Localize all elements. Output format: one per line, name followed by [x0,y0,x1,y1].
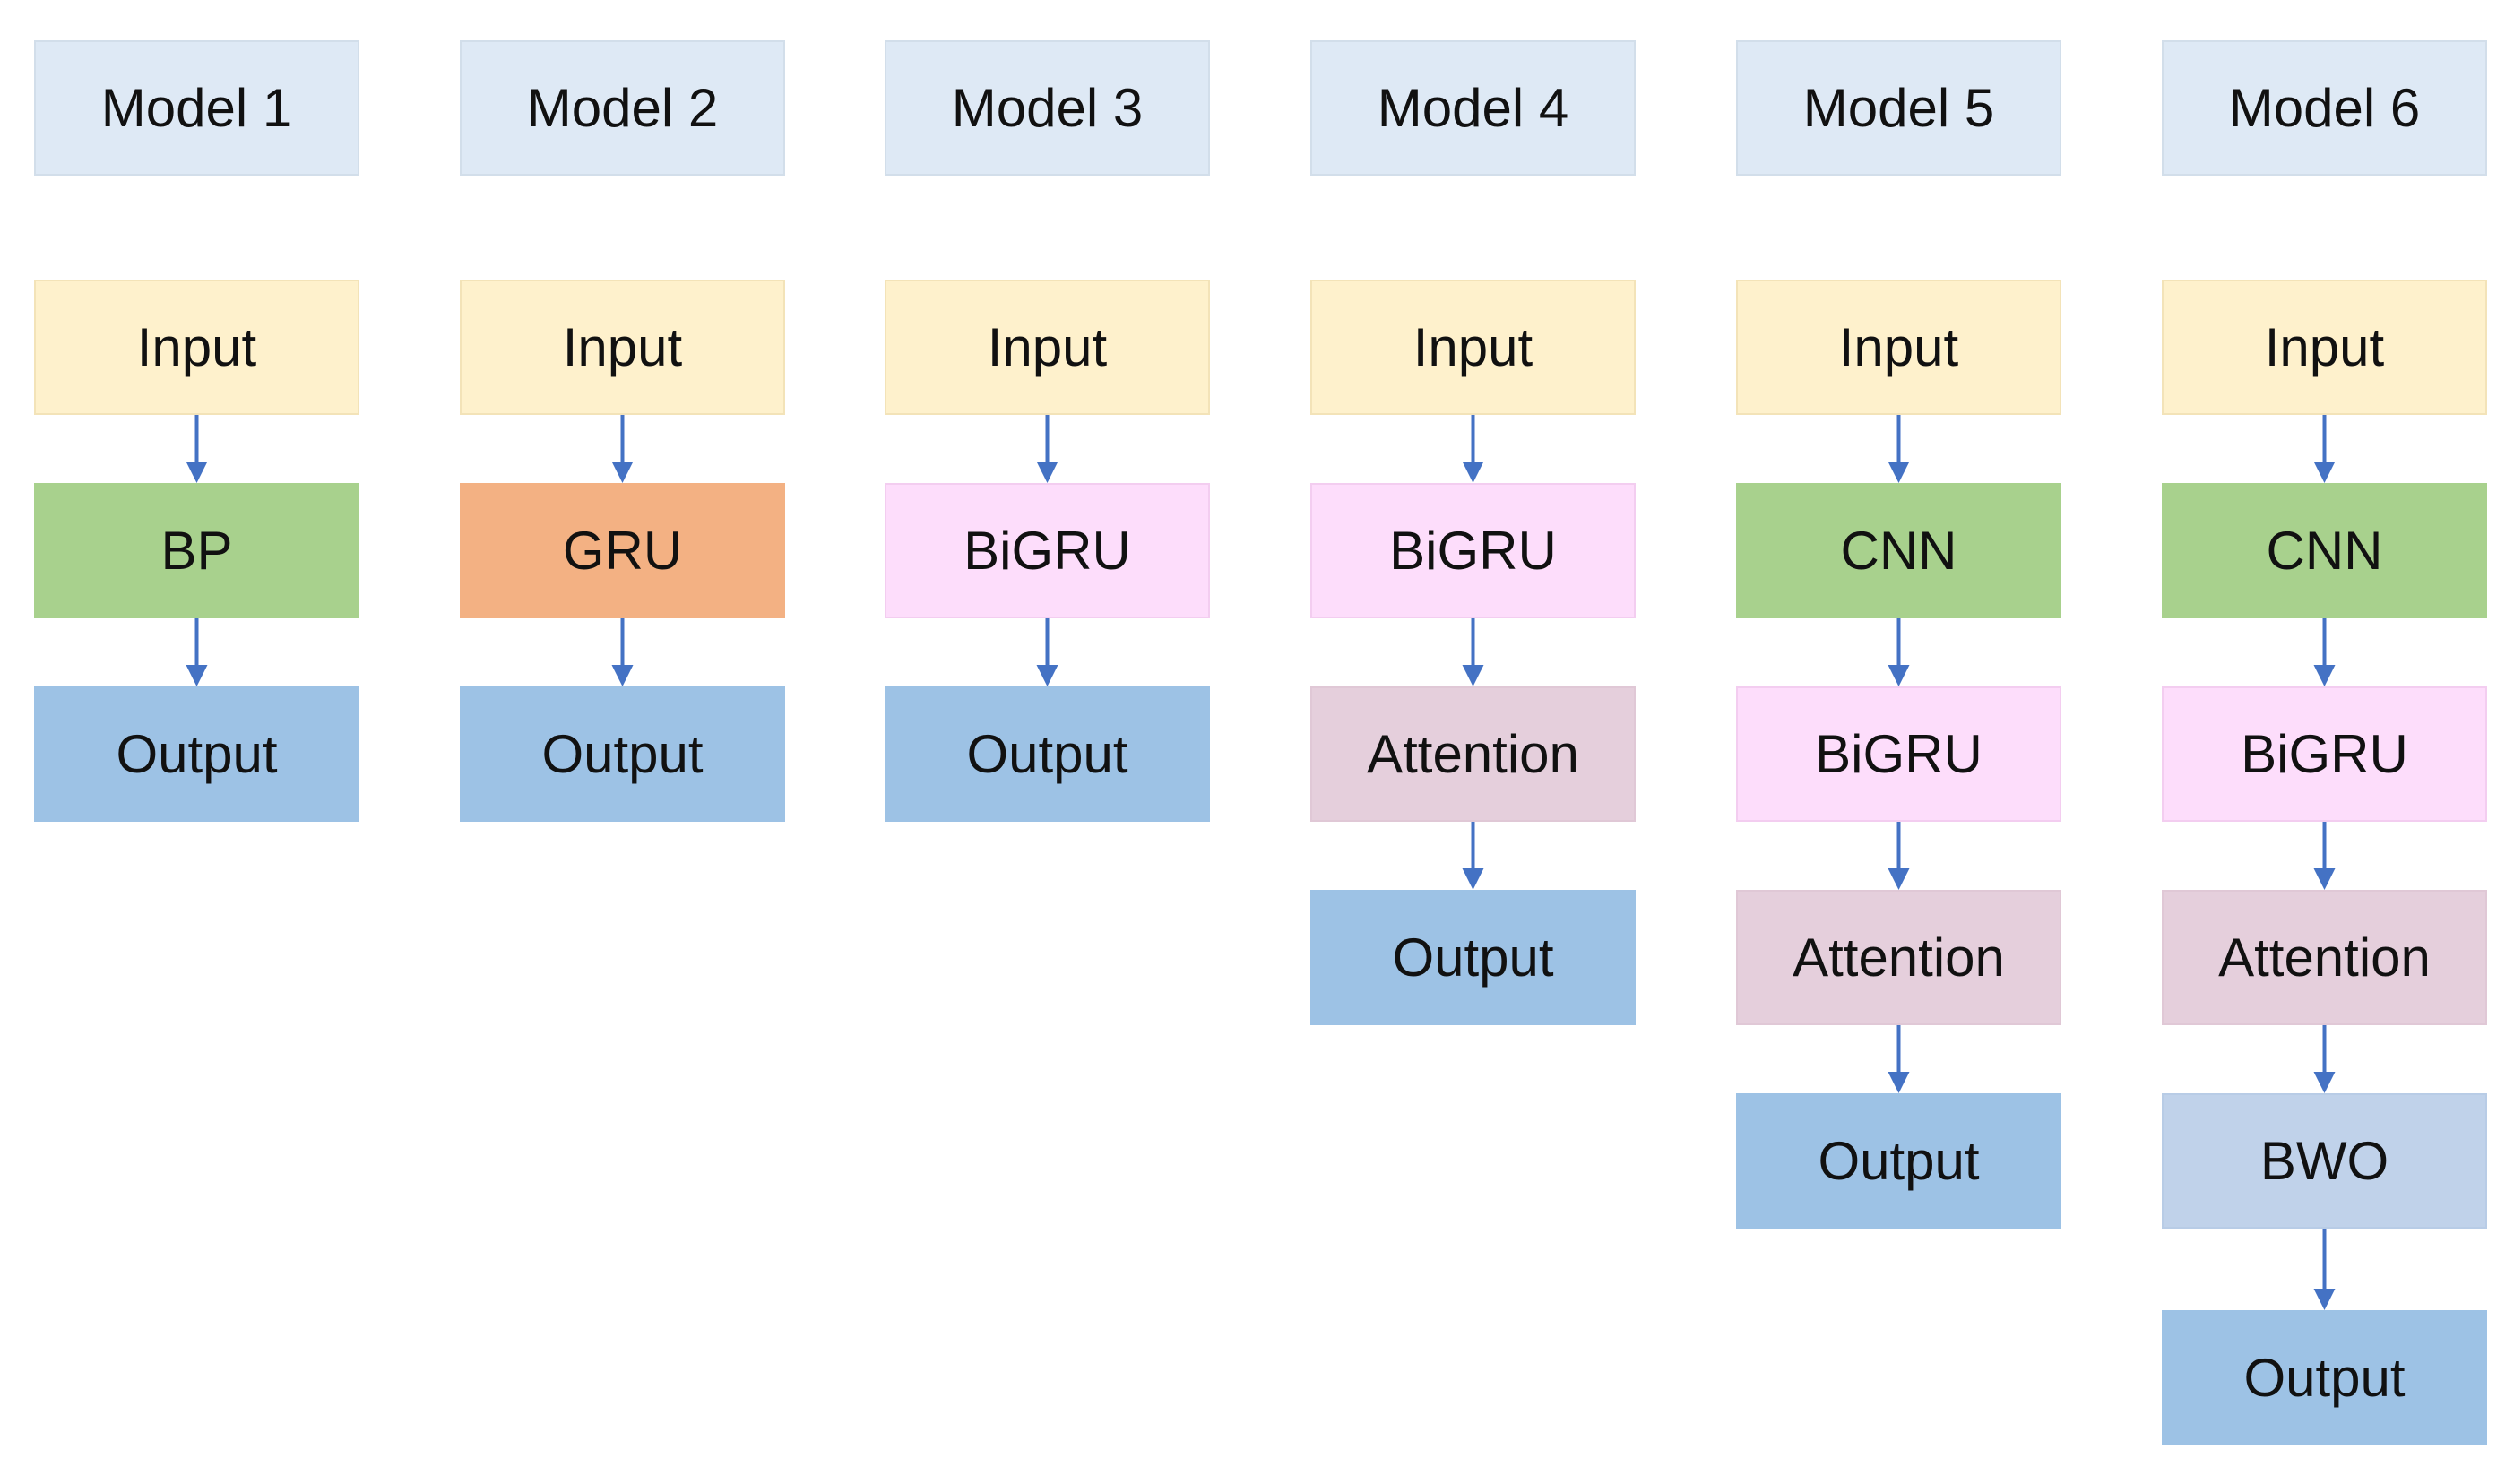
flow-arrow [1036,618,1058,686]
output-layer-box: Output [34,686,359,822]
flow-arrow [2313,822,2336,890]
flow-arrow [1888,1025,1910,1093]
output-layer-box: Output [1736,1093,2061,1229]
flow-arrow [186,415,208,483]
flow-arrow [2313,618,2336,686]
gru-layer-box: GRU [460,483,785,618]
input-layer-box: Input [1310,280,1636,415]
flow-arrow [186,618,208,686]
flow-arrow [1462,618,1484,686]
bp-layer-box: BP [34,483,359,618]
model-title: Model 2 [460,40,785,176]
bwo-layer-box: BWO [2162,1093,2487,1229]
input-layer-box: Input [2162,280,2487,415]
flow-arrow [2313,1229,2336,1310]
bigru-layer-box: BiGRU [1310,483,1636,618]
flow-arrow [611,415,634,483]
model-title: Model 4 [1310,40,1636,176]
flow-arrow [1888,822,1910,890]
flow-arrow [2313,1025,2336,1093]
model-title: Model 5 [1736,40,2061,176]
input-layer-box: Input [34,280,359,415]
output-layer-box: Output [1310,890,1636,1025]
input-layer-box: Input [460,280,785,415]
attention-layer-box: Attention [1310,686,1636,822]
cnn-layer-box: CNN [1736,483,2061,618]
flow-arrow [611,618,634,686]
model-title: Model 3 [885,40,1210,176]
model-title: Model 6 [2162,40,2487,176]
flow-arrow [1462,415,1484,483]
flow-arrow [1036,415,1058,483]
flow-arrow [1462,822,1484,890]
output-layer-box: Output [2162,1310,2487,1445]
bigru-layer-box: BiGRU [1736,686,2061,822]
attention-layer-box: Attention [2162,890,2487,1025]
bigru-layer-box: BiGRU [2162,686,2487,822]
flow-arrow [1888,415,1910,483]
bigru-layer-box: BiGRU [885,483,1210,618]
input-layer-box: Input [1736,280,2061,415]
flow-arrow [1888,618,1910,686]
cnn-layer-box: CNN [2162,483,2487,618]
input-layer-box: Input [885,280,1210,415]
flow-arrow [2313,415,2336,483]
attention-layer-box: Attention [1736,890,2061,1025]
output-layer-box: Output [460,686,785,822]
model-title: Model 1 [34,40,359,176]
output-layer-box: Output [885,686,1210,822]
